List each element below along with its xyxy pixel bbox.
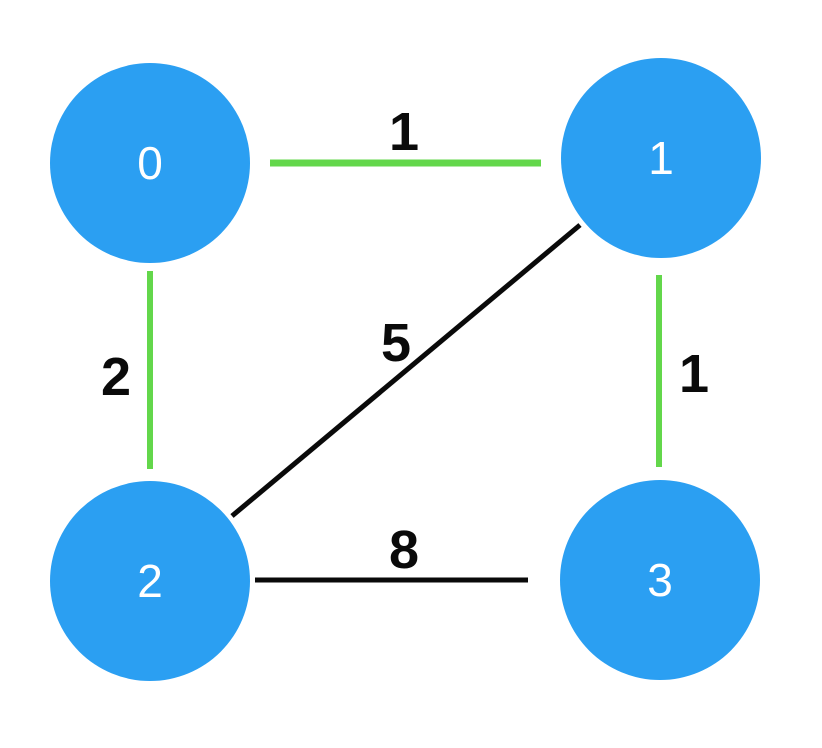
edge-weight-label-1-2: 5: [381, 313, 411, 373]
node-layer: 0 1 2 3: [50, 58, 761, 681]
node-label-0: 0: [137, 137, 163, 189]
graph-node-0: 0: [50, 63, 250, 263]
node-circle-3: [560, 480, 760, 680]
node-label-2: 2: [137, 555, 163, 607]
node-label-1: 1: [648, 132, 674, 184]
node-circle-0: [50, 63, 250, 263]
node-label-3: 3: [647, 554, 673, 606]
weight-label-layer: 1 2 1 5 8: [101, 102, 709, 580]
node-circle-2: [50, 481, 250, 681]
graph-node-2: 2: [50, 481, 250, 681]
graph-node-3: 3: [560, 480, 760, 680]
edge-layer: [147, 159, 662, 583]
edge-weight-label-1-3: 1: [679, 344, 709, 404]
edge-weight-label-2-3: 8: [389, 520, 419, 580]
graph-node-1: 1: [561, 58, 761, 258]
node-circle-1: [561, 58, 761, 258]
edge-1-2: [230, 223, 582, 518]
edge-weight-label-0-2: 2: [101, 347, 131, 407]
edge-weight-label-0-1: 1: [389, 102, 419, 162]
